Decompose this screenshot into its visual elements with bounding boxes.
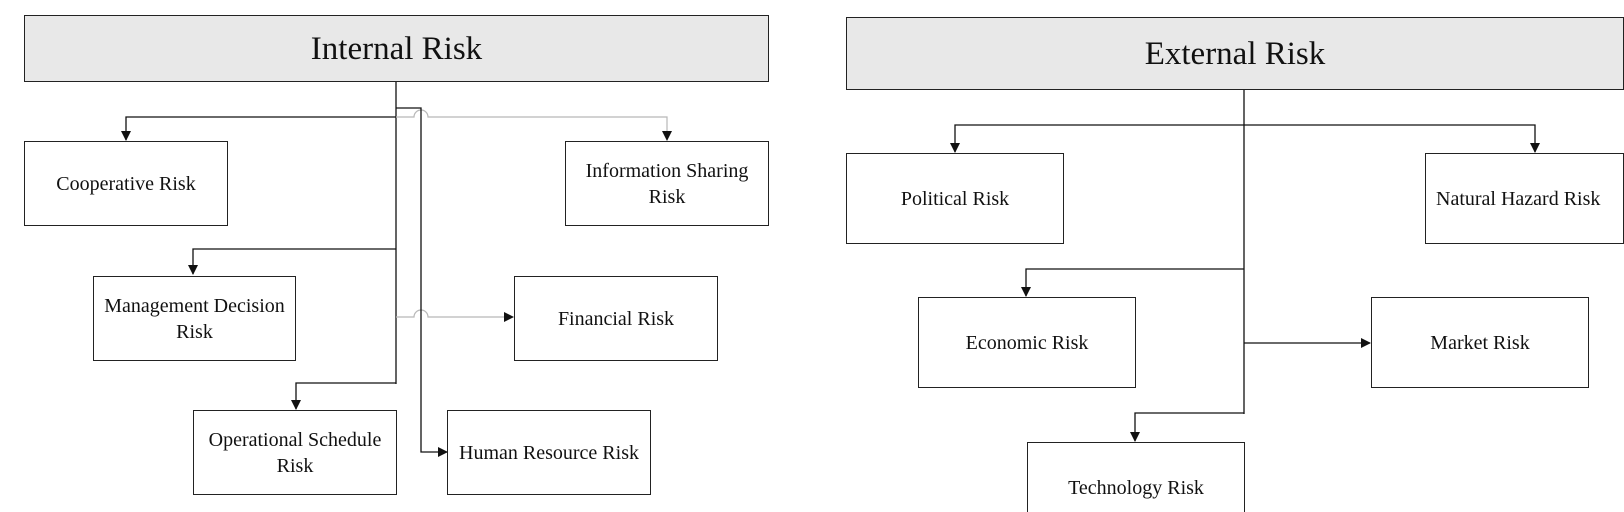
financial-risk-label: Financial Risk xyxy=(557,307,675,330)
management-decision-risk-label: Management Decision Risk xyxy=(104,294,285,343)
human-resource-risk-box: Human Resource Risk xyxy=(447,410,651,495)
operational-schedule-risk-connector xyxy=(291,382,396,410)
economic-risk-connector xyxy=(1021,268,1244,297)
natural-hazard-risk-connector xyxy=(1244,124,1540,153)
technology-risk-box: Technology Risk xyxy=(1027,442,1245,512)
cooperative-risk-label: Cooperative Risk xyxy=(56,172,196,195)
cooperative-risk-connector xyxy=(121,116,396,141)
market-risk-box: Market Risk xyxy=(1371,297,1589,388)
cooperative-risk-box: Cooperative Risk xyxy=(24,141,228,226)
market-risk-label: Market Risk xyxy=(1430,331,1530,354)
internal-risk-header: Internal Risk xyxy=(24,15,769,82)
information-sharing-risk-label: Information Sharing Risk xyxy=(585,159,749,208)
management-decision-risk-box: Management Decision Risk xyxy=(93,276,296,361)
economic-risk-label: Economic Risk xyxy=(965,331,1089,354)
financial-risk-connector xyxy=(396,309,514,322)
management-decision-risk-connector xyxy=(188,248,396,275)
human-resource-risk-connector xyxy=(396,107,448,457)
human-resource-risk-label: Human Resource Risk xyxy=(459,441,639,464)
internal-risk-title: Internal Risk xyxy=(310,30,483,67)
information-sharing-risk-connector xyxy=(396,109,672,141)
political-risk-connector xyxy=(950,124,1244,153)
financial-risk-box: Financial Risk xyxy=(514,276,718,361)
operational-schedule-risk-label: Operational Schedule Risk xyxy=(208,428,382,477)
natural-hazard-risk-label: Natural Hazard Risk xyxy=(1436,187,1601,210)
technology-risk-label: Technology Risk xyxy=(1068,476,1204,499)
political-risk-label: Political Risk xyxy=(900,187,1010,210)
external-risk-title: External Risk xyxy=(1144,35,1326,72)
political-risk-box: Political Risk xyxy=(846,153,1064,244)
technology-risk-connector xyxy=(1130,412,1244,442)
natural-hazard-risk-box: Natural Hazard Risk xyxy=(1425,153,1624,244)
economic-risk-box: Economic Risk xyxy=(918,297,1136,388)
information-sharing-risk-box: Information Sharing Risk xyxy=(565,141,769,226)
external-risk-header: External Risk xyxy=(846,17,1624,90)
operational-schedule-risk-box: Operational Schedule Risk xyxy=(193,410,397,495)
